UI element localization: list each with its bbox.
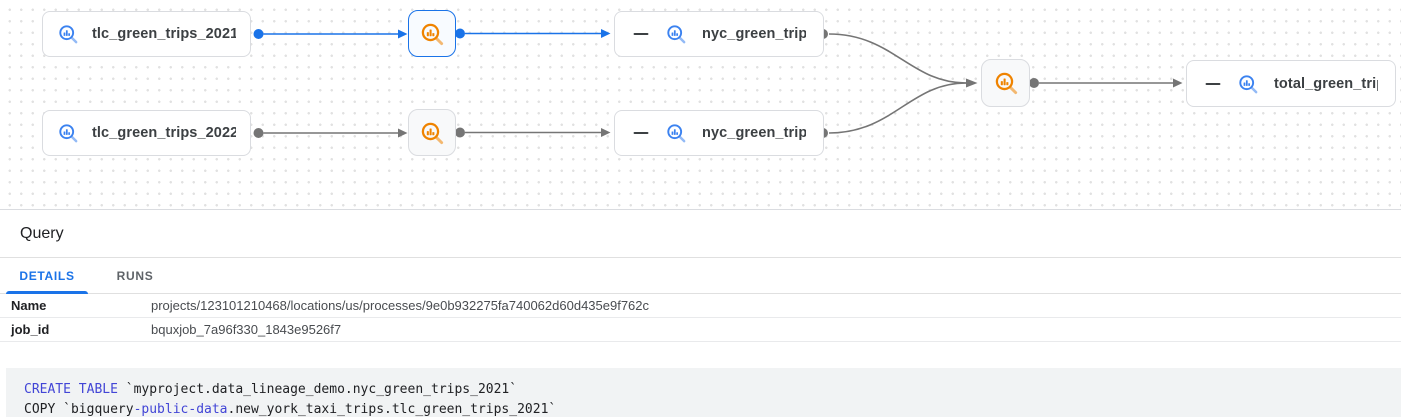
lineage-canvas[interactable]: tlc_green_trips_2021 tlc_green_trips_202… <box>0 0 1401 210</box>
collapse-button[interactable] <box>632 25 650 43</box>
bigquery-process-icon <box>993 70 1019 96</box>
minus-icon <box>1204 75 1222 93</box>
node-label: tlc_green_trips_2021 <box>92 26 236 42</box>
sql-line-1: CREATE TABLE `myproject.data_lineage_dem… <box>24 382 518 397</box>
table-node-tlc-green-trips-2021[interactable]: tlc_green_trips_2021 <box>42 11 251 57</box>
edge-converge <box>818 29 978 138</box>
bigquery-table-icon <box>665 122 687 144</box>
bigquery-process-icon <box>419 21 445 47</box>
process-node-union[interactable] <box>981 59 1030 107</box>
detail-value: bquxjob_7a96f330_1843e9526f7 <box>151 322 342 337</box>
node-label: total_green_trip... <box>1274 75 1378 92</box>
tab-details[interactable]: DETAILS <box>0 258 94 294</box>
sql-line-2: COPY `bigquery-public-data.new_york_taxi… <box>24 402 557 417</box>
process-node-copy-2021-selected[interactable] <box>408 10 456 57</box>
detail-value: projects/123101210468/locations/us/proce… <box>151 298 650 313</box>
detail-label: Name <box>11 298 47 313</box>
node-label: nyc_green_trips... <box>702 26 806 42</box>
detail-row-name: Name projects/123101210468/locations/us/… <box>0 294 1401 318</box>
table-node-nyc-green-trips-2022[interactable]: nyc_green_trips... <box>614 110 824 156</box>
minus-icon <box>632 124 650 142</box>
process-node-copy-2022[interactable] <box>408 109 456 156</box>
edge-to-total <box>1029 78 1183 88</box>
table-node-total-green-trips[interactable]: total_green_trip... <box>1186 60 1396 107</box>
minus-icon <box>632 25 650 43</box>
panel-title: Query <box>0 211 1401 258</box>
detail-label: job_id <box>11 322 50 337</box>
collapse-button[interactable] <box>632 124 650 142</box>
node-label: nyc_green_trips... <box>702 125 806 141</box>
bigquery-table-icon <box>57 122 79 144</box>
detail-row-job-id: job_id bquxjob_7a96f330_1843e9526f7 <box>0 318 1401 342</box>
bigquery-table-icon <box>1237 73 1259 95</box>
bigquery-table-icon <box>665 23 687 45</box>
bigquery-process-icon <box>419 120 445 146</box>
tab-runs[interactable]: RUNS <box>116 269 154 283</box>
table-node-nyc-green-trips-2021[interactable]: nyc_green_trips... <box>614 11 824 57</box>
sql-code-block: CREATE TABLE `myproject.data_lineage_dem… <box>6 368 1401 417</box>
bigquery-table-icon <box>57 23 79 45</box>
collapse-button[interactable] <box>1204 75 1222 93</box>
node-label: tlc_green_trips_2022 <box>92 125 236 141</box>
table-node-tlc-green-trips-2022[interactable]: tlc_green_trips_2022 <box>42 110 251 156</box>
process-details-panel: Query DETAILS RUNS Name projects/1231012… <box>0 211 1401 417</box>
panel-tabs: DETAILS RUNS <box>0 258 1401 294</box>
